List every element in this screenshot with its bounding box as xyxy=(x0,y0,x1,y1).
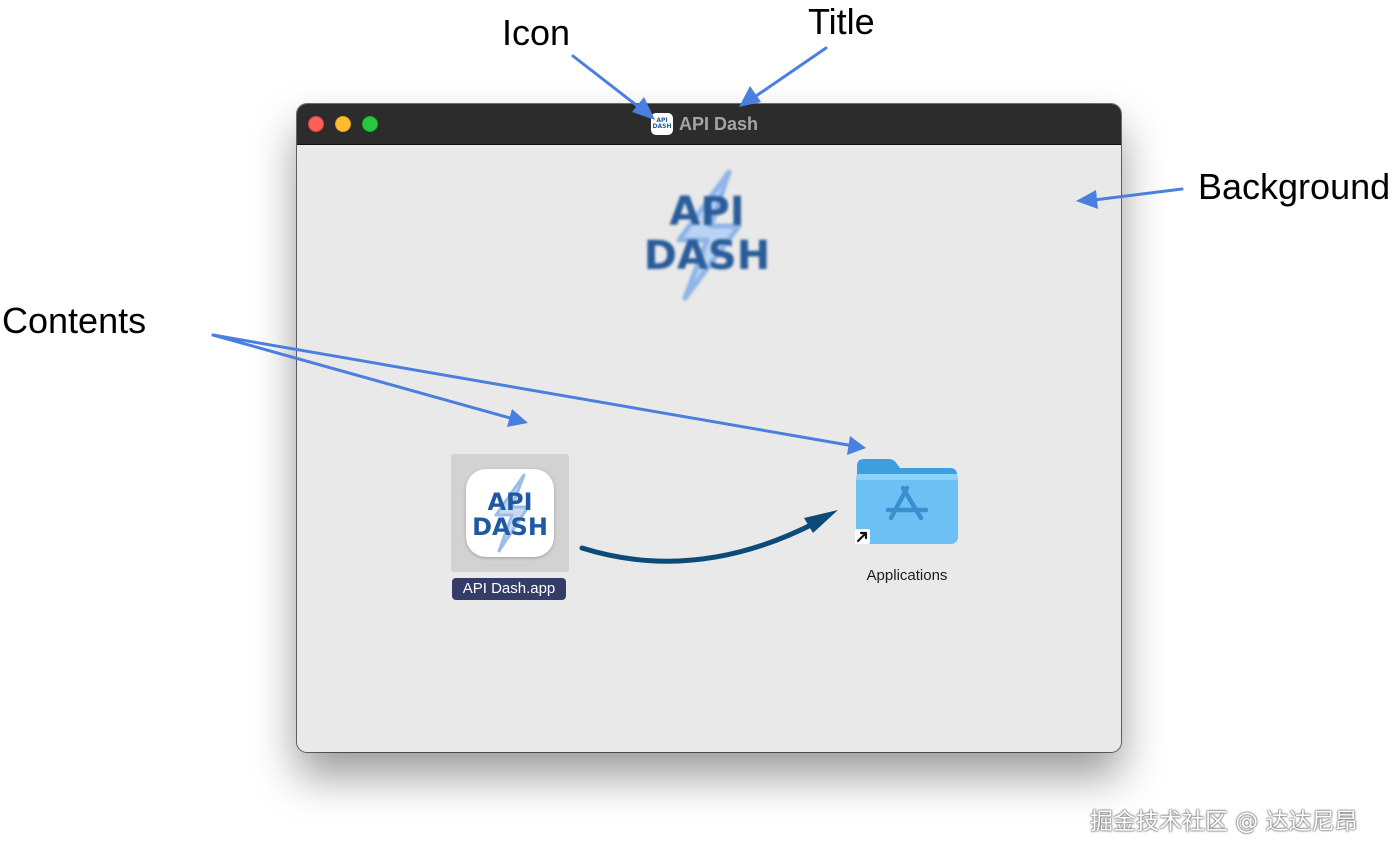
close-button[interactable] xyxy=(308,116,324,132)
background-logo-line-2: DASH xyxy=(643,233,771,279)
app-item-selected[interactable]: API DASH xyxy=(451,454,569,572)
arrow-title-callout xyxy=(754,46,828,98)
app-label[interactable]: API Dash.app xyxy=(452,578,566,600)
minimize-button[interactable] xyxy=(335,116,351,132)
api-dash-logo-icon: API DASH xyxy=(651,113,673,135)
callout-contents: Contents xyxy=(2,300,147,341)
applications-label[interactable]: Applications xyxy=(866,567,948,584)
dmg-window: API DASH API Dash API DASH API DASH xyxy=(297,104,1121,752)
callout-background: Background xyxy=(1198,166,1391,207)
callout-title: Title xyxy=(808,1,875,42)
app-lightning-bolt-icon xyxy=(494,473,530,553)
watermark: 掘金技术社区 @ 达达尼昂 xyxy=(1090,809,1358,835)
lightning-bolt-icon xyxy=(676,169,742,301)
window-title-group: API DASH API Dash xyxy=(651,112,758,136)
background-logo: API DASH xyxy=(627,160,787,310)
app-icon-line-2: DASH xyxy=(472,513,548,541)
applications-folder-icon[interactable] xyxy=(855,456,959,548)
window-titlebar[interactable]: API DASH API Dash xyxy=(297,104,1121,145)
app-icon-line-1: API xyxy=(487,488,533,516)
title-icon-line-1: API xyxy=(656,117,668,124)
title-icon-line-2: DASH xyxy=(652,123,672,130)
window-title: API Dash xyxy=(679,113,759,134)
zoom-button[interactable] xyxy=(362,116,378,132)
arrow-icon-callout xyxy=(571,54,642,110)
background-logo-line-1: API xyxy=(669,189,745,235)
api-dash-app-icon: API DASH xyxy=(466,469,554,557)
callout-icon: Icon xyxy=(502,12,571,53)
